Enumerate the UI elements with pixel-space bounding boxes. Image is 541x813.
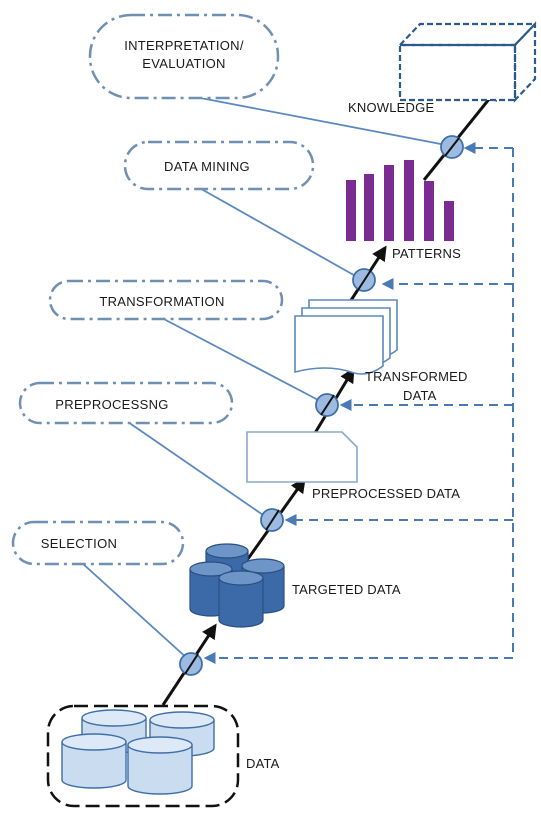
flow-patterns-to-knowledge [422, 85, 500, 181]
step-selection-label: SELECTION [41, 536, 117, 551]
node-selection [179, 652, 203, 676]
knowledge-label: KNOWLEDGE [348, 100, 434, 115]
document-icon [246, 431, 358, 483]
transformed-label-line2: DATA [403, 388, 437, 403]
bar-chart-icon [346, 160, 454, 241]
node-transformed [315, 393, 339, 417]
feedback-loop [203, 142, 514, 664]
step-selection: SELECTION [11, 520, 185, 566]
step-connectors [81, 95, 447, 661]
connector-transformation [159, 316, 323, 403]
connector-selection [81, 562, 190, 661]
step-interpretation-line1: INTERPRETATION/ [124, 38, 244, 53]
preprocessed-label: PREPROCESSED DATA [312, 486, 460, 501]
document-stack-icon [294, 299, 398, 375]
connector-data-mining [195, 185, 360, 279]
data-label: DATA [246, 756, 280, 771]
step-preprocessing: PREPROCESSNG [18, 381, 234, 425]
targeted-label: TARGETED DATA [292, 582, 401, 597]
database-cylinder-icon [189, 543, 285, 628]
process-steps: INTERPRETATION/ EVALUATION DATA MINING T… [11, 13, 315, 566]
transformed-label-line1: TRANSFORMED [365, 369, 468, 384]
step-preprocessing-label: PREPROCESSNG [55, 397, 168, 412]
step-interpretation-line2: EVALUATION [142, 56, 225, 71]
data-store [46, 704, 240, 808]
connector-interpretation [189, 95, 447, 146]
patterns-label: PATTERNS [392, 246, 461, 261]
step-transformation: TRANSFORMATION [48, 279, 284, 321]
cube-icon [397, 21, 538, 103]
step-data-mining: DATA MINING [123, 140, 315, 191]
node-knowledge [440, 135, 464, 159]
connector-preprocessing [127, 421, 267, 518]
step-data-mining-label: DATA MINING [164, 159, 250, 174]
step-interpretation-evaluation: INTERPRETATION/ EVALUATION [88, 13, 280, 100]
flow-nodes [179, 135, 464, 676]
node-patterns [352, 268, 376, 292]
node-preprocessed [260, 508, 284, 532]
step-transformation-label: TRANSFORMATION [99, 294, 224, 309]
database-cylinder-icon [61, 709, 215, 795]
